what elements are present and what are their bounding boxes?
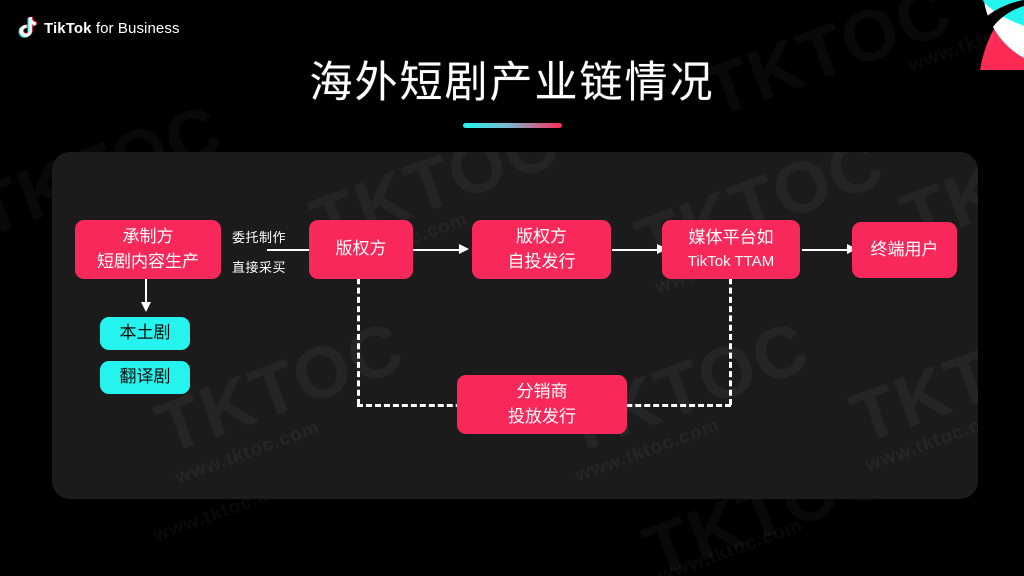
edge-rights-holder-to-self-distribution: [412, 249, 461, 251]
node-distributor-line2: 投放发行: [508, 406, 576, 426]
node-media-platform-line1: 媒体平台如: [688, 228, 774, 248]
node-translated-drama-label: 翻译剧: [119, 367, 171, 387]
node-producer-line1: 承制方: [122, 226, 174, 246]
tiktok-note-icon: [18, 16, 37, 38]
watermark-url: www.tktoc.com: [863, 405, 978, 478]
node-self-distribution-line1: 版权方: [516, 226, 567, 246]
node-distributor-line1: 分销商: [516, 381, 568, 401]
node-local-drama-label: 本土剧: [119, 323, 171, 343]
node-rights-holder-label: 版权方: [335, 239, 387, 259]
node-local-drama[interactable]: 本土剧: [100, 317, 190, 350]
watermark-url: www.tktoc.com: [656, 515, 806, 576]
dashed-edge-distributor-to-platform-vertical: [729, 269, 732, 405]
brand-lockup: TikTok for Business: [17, 16, 180, 40]
node-translated-drama[interactable]: 翻译剧: [100, 361, 190, 394]
arrowhead-rights-holder-to-self-distribution: [459, 244, 469, 254]
watermark-url: www.tktoc.com: [173, 417, 323, 490]
title-underline-gradient: [462, 123, 562, 129]
node-end-user[interactable]: 终端用户: [852, 222, 957, 278]
node-end-user-label: 终端用户: [870, 239, 939, 259]
corner-wedge-white: [984, 0, 1024, 58]
title-block: 海外短剧产业链情况: [0, 59, 1024, 129]
corner-wedge-cyan: [982, 0, 1024, 26]
node-self-distribution[interactable]: 版权方 自投发行: [472, 220, 611, 279]
brand-name-light: for Business: [91, 19, 180, 37]
node-rights-holder[interactable]: 版权方: [309, 220, 413, 279]
arrowhead-producer-to-local-drama: [140, 302, 151, 312]
node-media-platform-line2: TikTok TTAM: [687, 252, 775, 270]
edge-producer-to-local-drama: [145, 270, 147, 305]
brand-name: TikTok for Business: [44, 20, 180, 37]
dashed-edge-rights-to-distributor-vertical: [357, 269, 360, 405]
diagram-panel: TKTOC www.tktoc.com TKTOC www.tktoc.com …: [52, 152, 978, 499]
edge-label-direct-purchase: 直接采买: [232, 260, 287, 275]
brand-name-bold: TikTok: [44, 19, 92, 37]
node-media-platform[interactable]: 媒体平台如 TikTok TTAM: [662, 220, 800, 279]
page-title: 海外短剧产业链情况: [309, 59, 715, 107]
node-self-distribution-line2: 自投发行: [507, 251, 576, 271]
edge-label-commissioned-production: 委托制作: [232, 230, 287, 245]
node-producer-line2: 短剧内容生产: [97, 251, 199, 271]
node-producer[interactable]: 承制方 短剧内容生产: [75, 220, 221, 279]
edge-self-distribution-to-media-platform: [612, 249, 659, 251]
node-distributor[interactable]: 分销商 投放发行: [457, 375, 627, 434]
edge-media-platform-to-end-user: [802, 249, 849, 251]
watermark-tktoc: TKTOC: [841, 296, 978, 461]
